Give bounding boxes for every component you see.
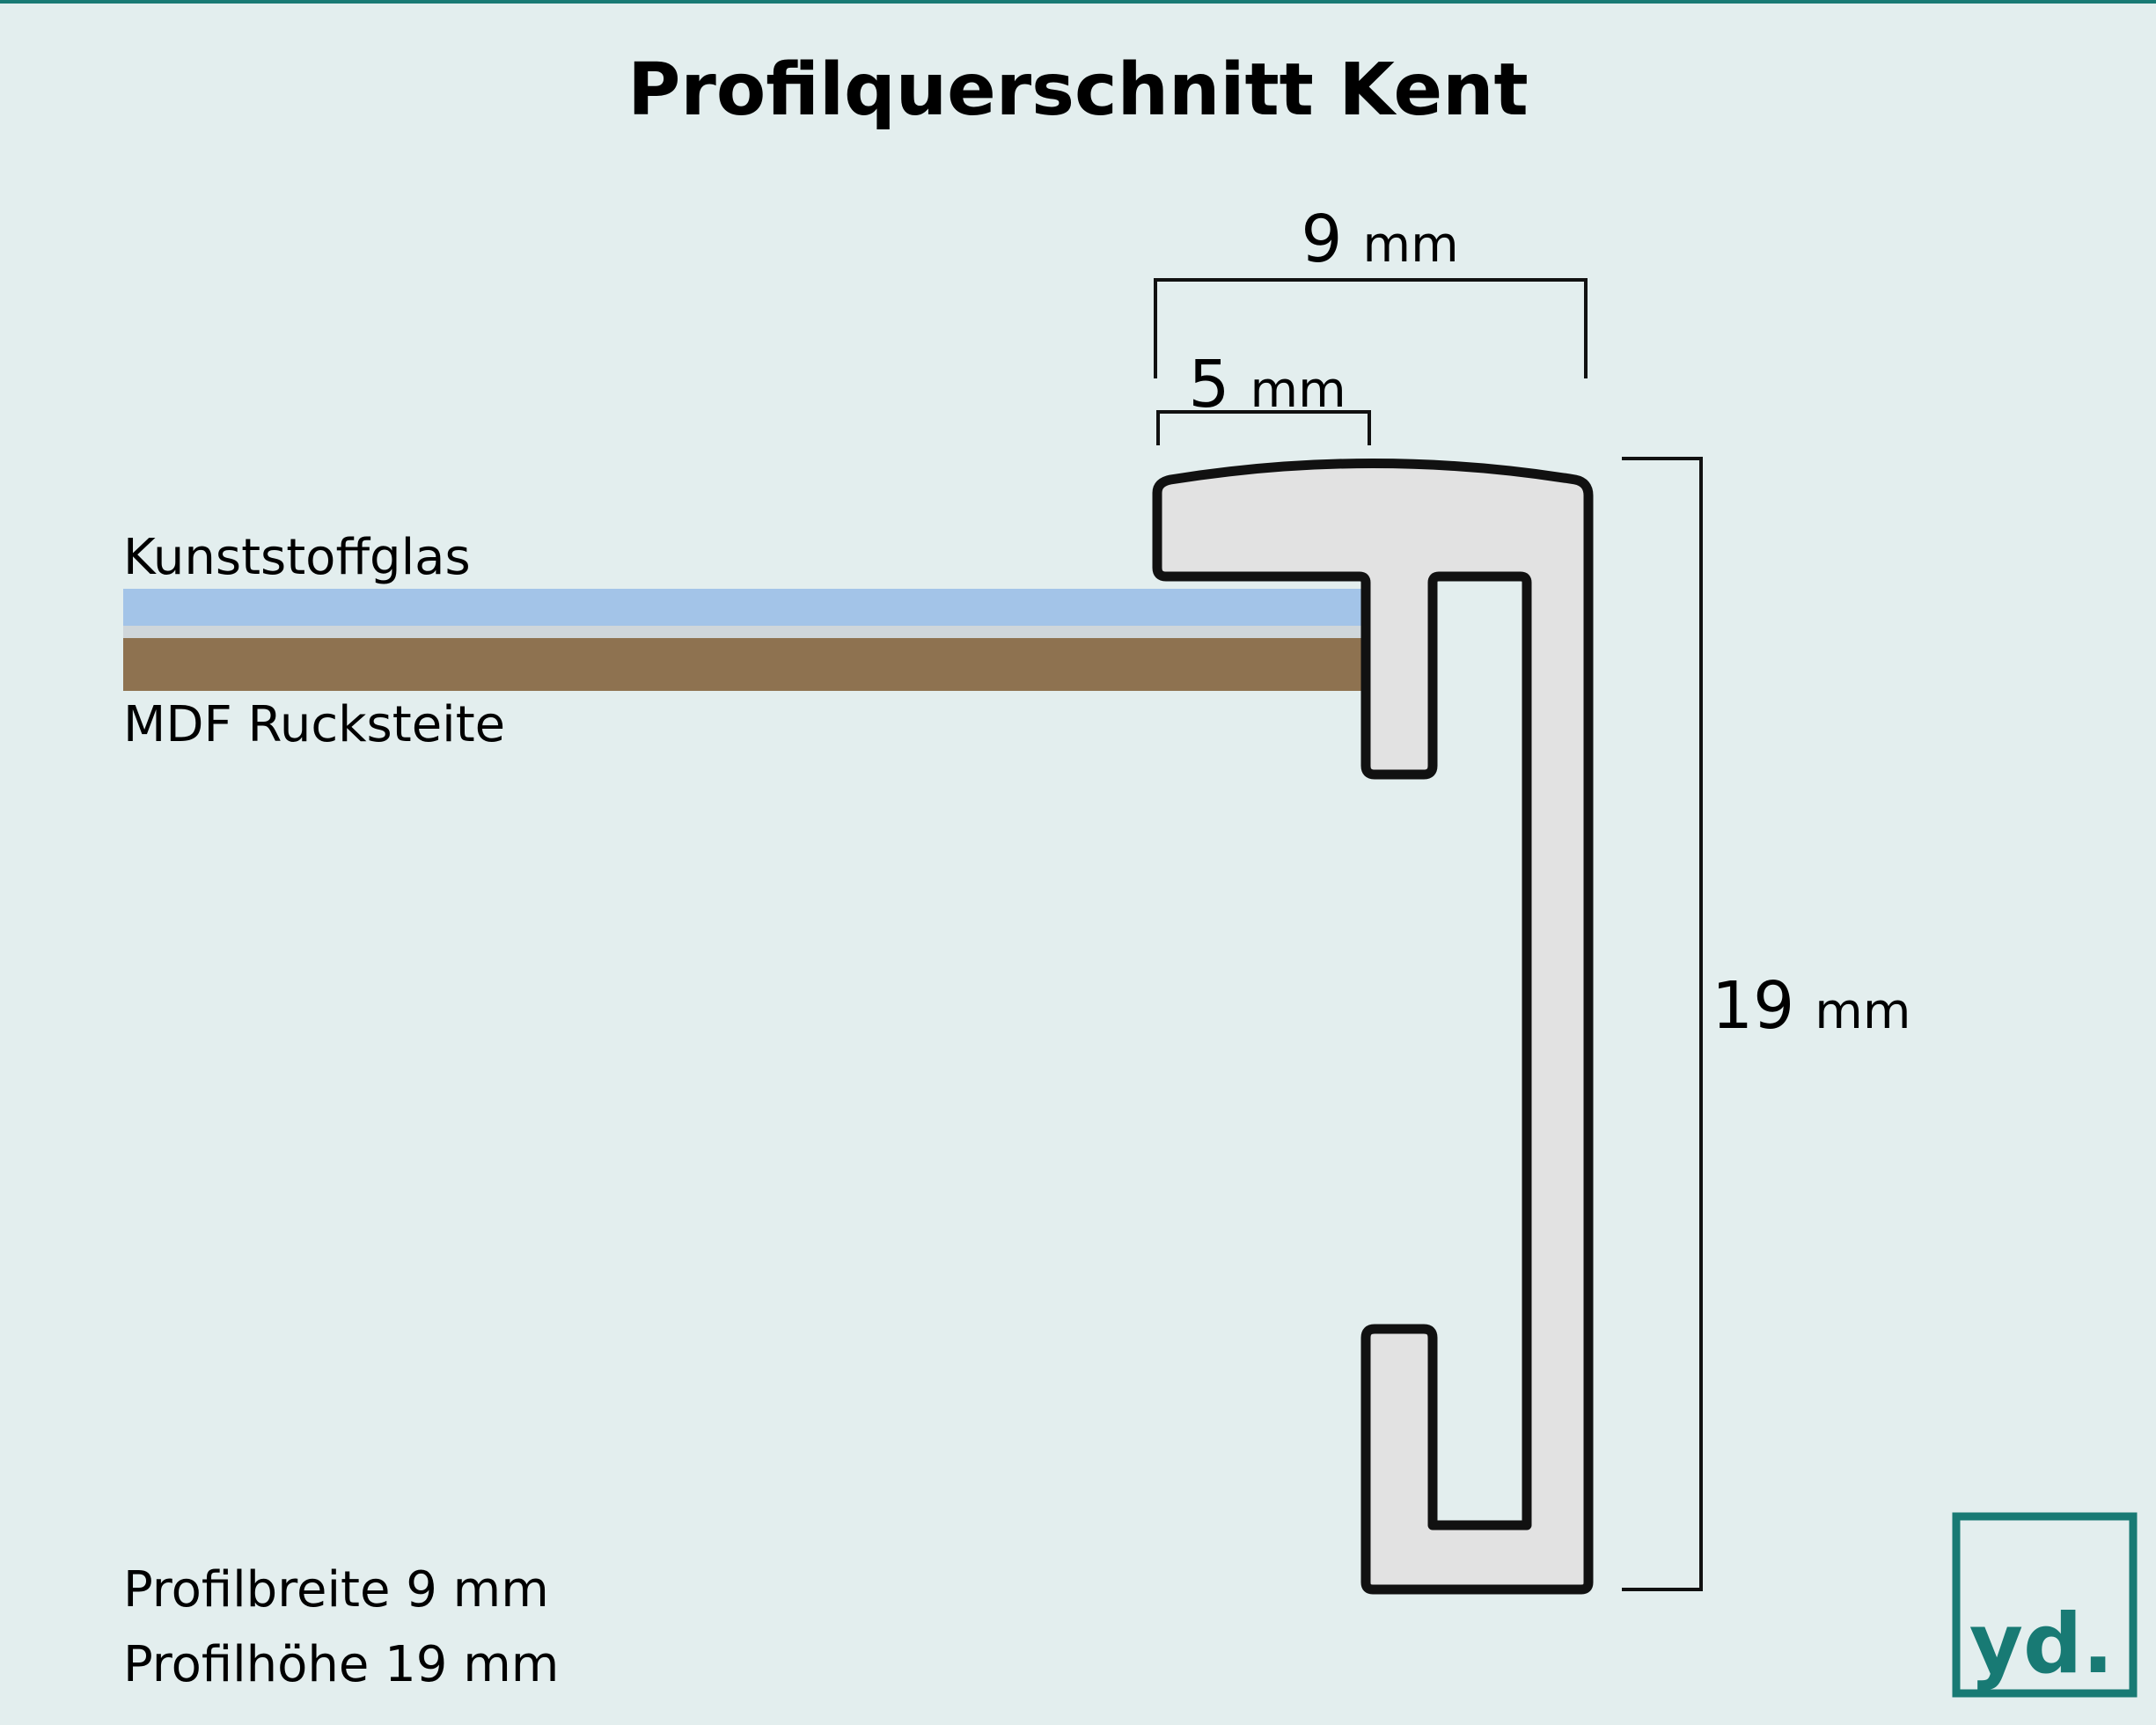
width-total-value: 9	[1301, 202, 1342, 277]
height-unit: mm	[1815, 983, 1910, 1040]
frame-profile-shape	[1152, 459, 1594, 1595]
logo-frame	[1952, 1512, 2138, 1698]
page-title: Profilquerschnitt Kent	[627, 48, 1528, 132]
dimension-bracket-width-lip	[1156, 410, 1371, 445]
mdf-layer-label: MDF Rucksteite	[123, 696, 505, 753]
glass-layer	[123, 589, 1362, 626]
dimension-bracket-width-total	[1154, 278, 1588, 378]
glass-layer-label: Kunststoffglas	[123, 529, 471, 586]
profile-width-spec: Profilbreite 9 mm	[123, 1561, 549, 1619]
brand-logo: yd.	[1952, 1512, 2138, 1698]
dimension-label-height: 19 mm	[1712, 968, 1910, 1044]
mdf-layer	[123, 638, 1362, 691]
height-value: 19	[1712, 968, 1794, 1044]
dimension-bracket-height	[1622, 457, 1703, 1591]
dimension-label-width-lip: 5 mm	[1188, 347, 1346, 422]
dimension-label-width-total: 9 mm	[1301, 202, 1458, 277]
glass-gap	[123, 626, 1362, 638]
width-lip-value: 5	[1188, 347, 1229, 422]
profile-height-spec: Profilhöhe 19 mm	[123, 1636, 559, 1693]
width-lip-unit: mm	[1250, 362, 1346, 419]
top-accent-line	[0, 0, 2156, 4]
width-total-unit: mm	[1363, 217, 1459, 274]
logo-text: yd.	[1969, 1597, 2114, 1692]
